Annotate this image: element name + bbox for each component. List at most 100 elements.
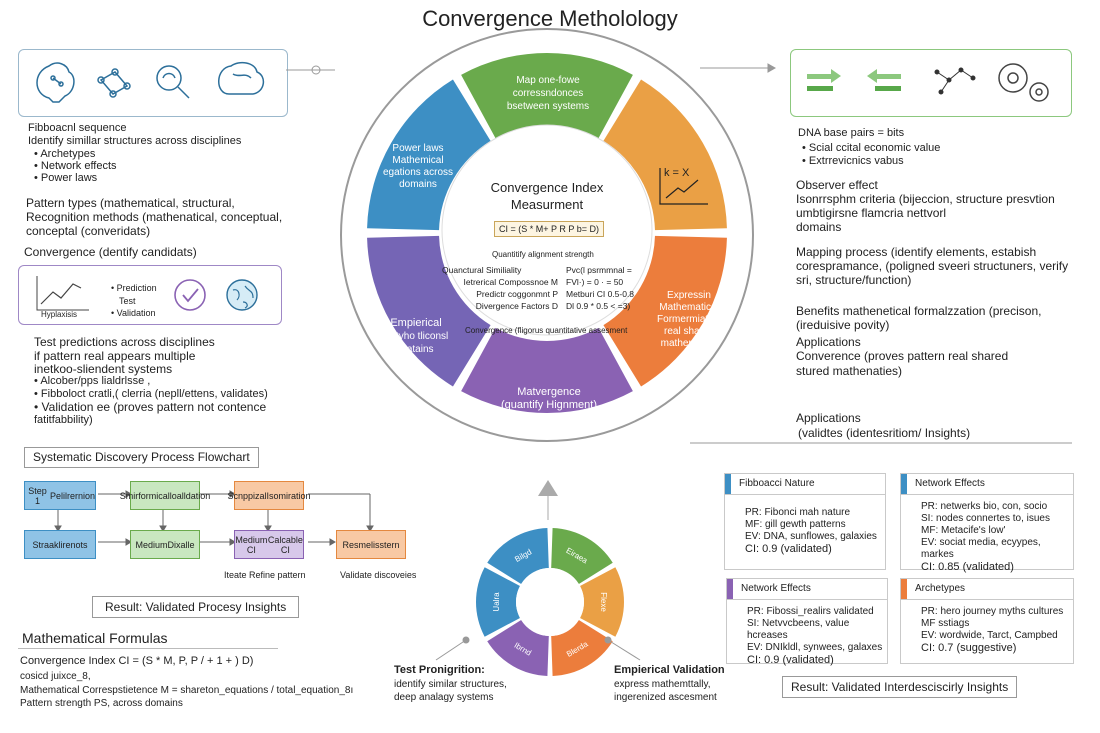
network-graph-icon (934, 67, 976, 95)
metric-value-4: Dl 0.9 * 0.5 < =3) (566, 301, 631, 311)
card-row: MF: gill gewth patterns (745, 519, 846, 530)
trend-chart-icon (36, 276, 89, 311)
card-fibonacci-nature: Fibboacci Nature PR: Fibonci mah nature … (724, 473, 886, 570)
pattern-note-1: Fibboacnl sequence (28, 122, 127, 134)
card-row: CI: 0.7 (suggestive) (921, 642, 1017, 654)
svg-text:k = X: k = X (664, 167, 690, 179)
validates-line: (validtes (identesritiom/ Insights) (798, 426, 971, 440)
pattern-icons (36, 61, 265, 103)
convergence-line-2: stured mathenaties) (796, 364, 903, 378)
pattern-bullet: Power laws (34, 172, 97, 185)
card-row: CI: 0.9 (validated) (747, 654, 834, 666)
metric-value-3: Metburi CI 0.5-0.8 (566, 289, 635, 299)
small-wheel-label: Flexe (599, 592, 608, 612)
pattern-bullet: Network effects (34, 160, 117, 173)
benefits-line-2: (ireduisive povity) (796, 318, 890, 332)
dna-bullet: Extrrevicnics vabus (802, 155, 904, 168)
metric-value-1: Pvc(l psrmmnal = (566, 265, 632, 275)
metric-1: Quanctural Similiality (442, 265, 522, 275)
small-wheel-segment (580, 567, 624, 637)
outer-ring (340, 28, 754, 442)
small-wheel-segment (551, 528, 613, 584)
card-title: Archetypes (901, 579, 1073, 600)
card-row: EV: DNIkldl, synwees, galaxes (747, 642, 883, 653)
card-row: MF: Metacife's low' (921, 525, 1006, 536)
dna-line: DNA base pairs = bits (798, 127, 905, 139)
small-wheel-label: Ualra (492, 592, 501, 612)
arrow-left-icon (867, 69, 901, 91)
conceptal-note: conceptal (converidats) (26, 224, 151, 238)
fatifiability-note: fatitfabbility) (34, 414, 93, 426)
test-line-1: Test predictions across disciplines (34, 335, 215, 349)
mapping-line-1: Mapping process (identify elements, esta… (796, 245, 1037, 259)
hypothesis-label: Hyplaxisis (41, 310, 78, 319)
formulas-divider (18, 648, 278, 649)
card-accent-bar (727, 579, 733, 599)
mapping-icons (807, 63, 1049, 102)
metric-3: Predictr coggonmnt P (476, 289, 558, 299)
card-network-effects: Network Effects PR: netwerks bio, con, s… (900, 473, 1074, 573)
card-archetypes: Archetypes PR: hero journey myths cultur… (900, 578, 1074, 664)
card-row: CI: 0.85 (validated) (921, 561, 1014, 573)
hypothesis-bullet: Test (119, 296, 136, 306)
formula-line-3: Mathematical Correspstietence M = sharet… (20, 685, 354, 696)
flowchart-connectors (54, 490, 374, 546)
small-wheel-segment (476, 567, 520, 637)
wheel-segment (461, 327, 633, 413)
metric-2: Ietrerical Compossnoe M (463, 277, 558, 287)
card-row: PR: hero journey myths cultures (921, 606, 1064, 617)
test-line-3: inetkoo-sliendent systems (34, 362, 173, 376)
arrow-right-icon (807, 69, 841, 91)
test-line-2: if pattern real appears multiple (34, 349, 196, 363)
test-prognition-line: identify similar structures, (394, 679, 507, 690)
card-title: Fibboacci Nature (725, 474, 885, 495)
card-accent-bar (901, 579, 907, 599)
test-bullet: Fibboloct cratli,( clerria (nepll/ettens… (34, 388, 268, 401)
card-row: EV: sociat media, ecyypes, markes (921, 537, 1041, 560)
card-row: CI: 0.9 (validated) (745, 543, 832, 555)
card-network-effects-2: Network Effects PR: Fibossi_realirs vali… (726, 578, 888, 666)
gears-icon (998, 63, 1049, 102)
metric-4: Divergence Factors D (475, 301, 558, 311)
card-row: MF sstiags (921, 618, 970, 629)
page-title: Convergence Metholology (422, 6, 678, 31)
brain-icon (218, 61, 265, 95)
iso-line-3: domains (796, 220, 842, 234)
axes-formula-icon: k = X (659, 167, 708, 205)
wheel-segment (603, 235, 727, 387)
observer-effect: Observer effect (796, 178, 878, 192)
center-title-1: Convergence Index (490, 180, 604, 195)
test-bullet: Alcober/pps lialdrlsse , (34, 375, 150, 388)
magnifier-brain-icon (156, 65, 190, 99)
test-prognition-line: deep analagy systems (394, 692, 494, 703)
iterate-label: Iteate Refine pattern (224, 570, 306, 580)
metric-value-2: FVl·) = 0 · = 50 (566, 277, 624, 287)
formula-line-4: Pattern strength PS, across domains (20, 698, 183, 709)
empirical-validation-title: Empierical Validation (614, 664, 725, 676)
convergence-line-1: Converence (proves pattern real shared (796, 349, 1009, 363)
center-quantify: Quantitify alignment strength (492, 250, 594, 259)
card-accent-bar (725, 474, 731, 494)
brain-circuit-icon (36, 62, 75, 103)
small-wheel-segment (551, 620, 613, 676)
wheel-segment (461, 53, 633, 139)
pattern-icon-panel (18, 49, 288, 117)
center-formula: CI = (S * M+ P R P b= D) (494, 221, 604, 237)
globe-icon (226, 279, 258, 311)
formula-line-1: Convergence Index CI = (S * M, P, P / + … (20, 655, 254, 667)
mapping-line-3: sri, structure/function) (796, 273, 912, 287)
flowchart-result: Result: Validated Procesy Insights (92, 596, 300, 618)
pattern-note-2: Identify simillar structures across disc… (28, 135, 242, 147)
card-row: PR: Fibossi_realirs validated (747, 606, 874, 617)
check-circle-icon (174, 279, 206, 311)
